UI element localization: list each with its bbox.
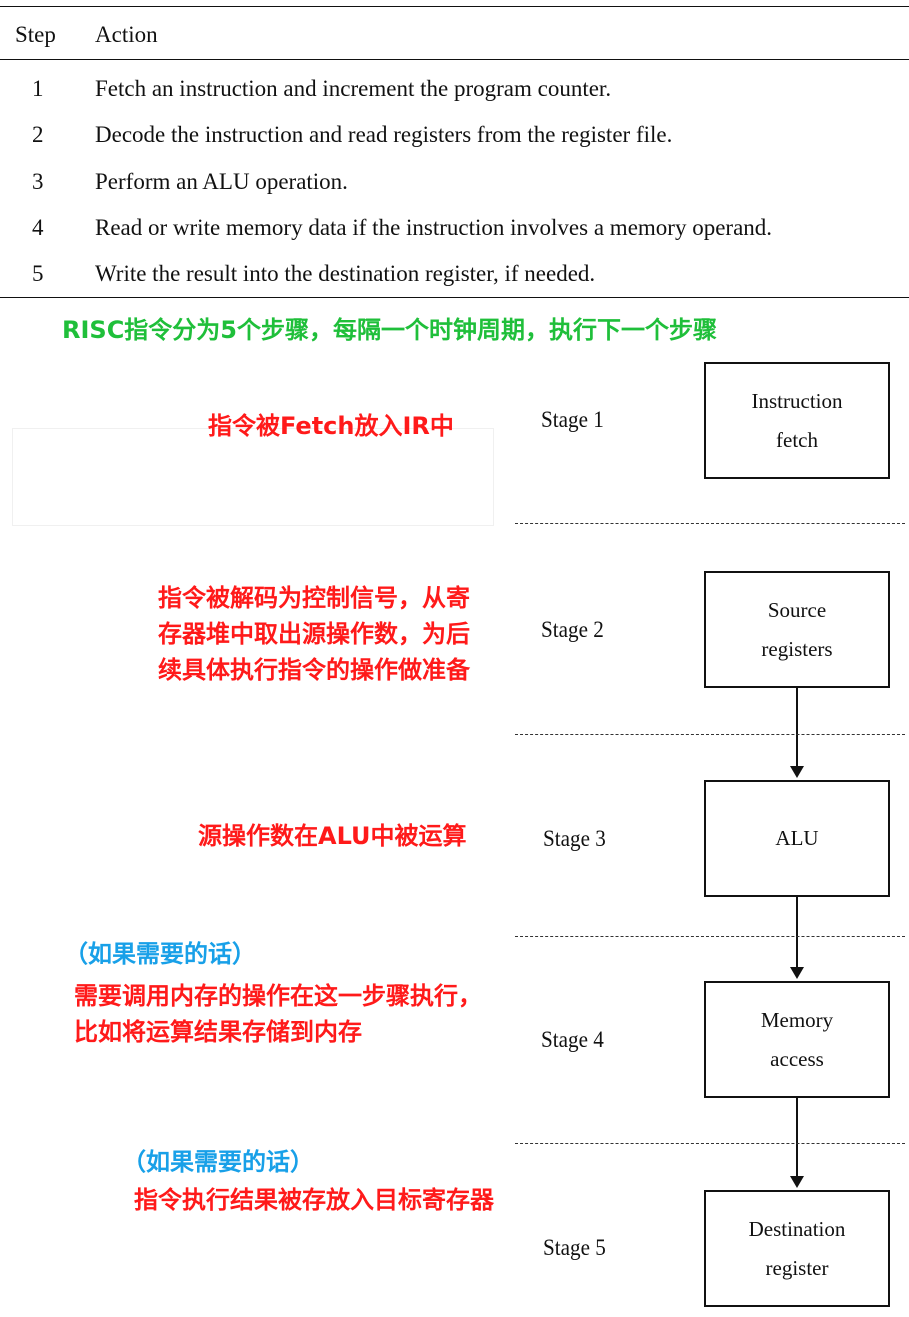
table-cell-action: Perform an ALU operation. [95, 169, 348, 194]
stage4-box-line: Memory [760, 1007, 834, 1032]
table-cell-step: 3 [32, 169, 44, 194]
table-header-rule [0, 59, 909, 60]
stage2-note-line: 存器堆中取出源操作数，为后 [158, 620, 470, 648]
stage3-label: Stage 3 [543, 826, 606, 851]
stage1-label: Stage 1 [541, 407, 604, 432]
table-cell-step: 5 [32, 261, 44, 286]
table-cell-step: 1 [32, 76, 44, 101]
stage3-box-line: ALU [775, 826, 819, 850]
stage5-box-line: register [765, 1255, 829, 1280]
table-header-action: Action [95, 22, 158, 47]
stage5-note: 指令执行结果被存放入目标寄存器 [134, 1186, 494, 1214]
stage2-box-line: Source [767, 597, 827, 622]
stage2-note-line: 续具体执行指令的操作做准备 [158, 656, 470, 684]
stage4-note-prefix: （如果需要的话） [64, 940, 256, 968]
table-cell-action: Read or write memory data if the instruc… [95, 215, 773, 240]
stage5-label: Stage 5 [543, 1235, 606, 1260]
stage5-box: Destination register [704, 1190, 890, 1307]
stage5-box-line: Destination [748, 1216, 846, 1241]
table-cell-action: Write the result into the destination re… [95, 261, 596, 286]
stage4-box-line: access [770, 1046, 824, 1071]
flow-arrow [790, 897, 804, 979]
stage1-note: 指令被Fetch放入IR中 [208, 412, 454, 440]
flow-arrow [790, 688, 804, 778]
stage2-note-line: 指令被解码为控制信号，从寄 [158, 584, 470, 612]
table-header-step: Step [15, 22, 56, 47]
flow-arrow [790, 1098, 804, 1188]
table-cell-action: Decode the instruction and read register… [95, 122, 673, 147]
stage1-box-line: Instruction [751, 388, 843, 413]
stage-divider [515, 734, 905, 735]
stage4-label: Stage 4 [541, 1027, 604, 1052]
diagram-caption: RISC指令分为5个步骤，每隔一个时钟周期，执行下一个步骤 [62, 316, 718, 344]
stage1-box: Instruction fetch [704, 362, 890, 479]
stage5-note-prefix: （如果需要的话） [122, 1148, 314, 1176]
stage-divider [515, 523, 905, 524]
stage2-box: Source registers [704, 571, 890, 688]
table-cell-action: Fetch an instruction and increment the p… [95, 76, 612, 101]
stage1-box-line: fetch [776, 427, 818, 452]
table-cell-step: 2 [32, 122, 44, 147]
stage4-note-line: 需要调用内存的操作在这一步骤执行， [74, 982, 482, 1010]
table-bottom-rule [0, 297, 909, 298]
stage2-box-line: registers [761, 636, 833, 661]
table-top-rule [0, 6, 909, 7]
stage4-note-line: 比如将运算结果存储到内存 [74, 1018, 362, 1046]
table-cell-step: 4 [32, 215, 44, 240]
background-frame [12, 428, 494, 526]
stage3-box: ALU [704, 780, 890, 897]
stage3-note: 源操作数在ALU中被运算 [198, 822, 467, 850]
stage2-label: Stage 2 [541, 617, 604, 642]
stage4-box: Memory access [704, 981, 890, 1098]
stage-divider [515, 936, 905, 937]
stage-divider [515, 1143, 905, 1144]
